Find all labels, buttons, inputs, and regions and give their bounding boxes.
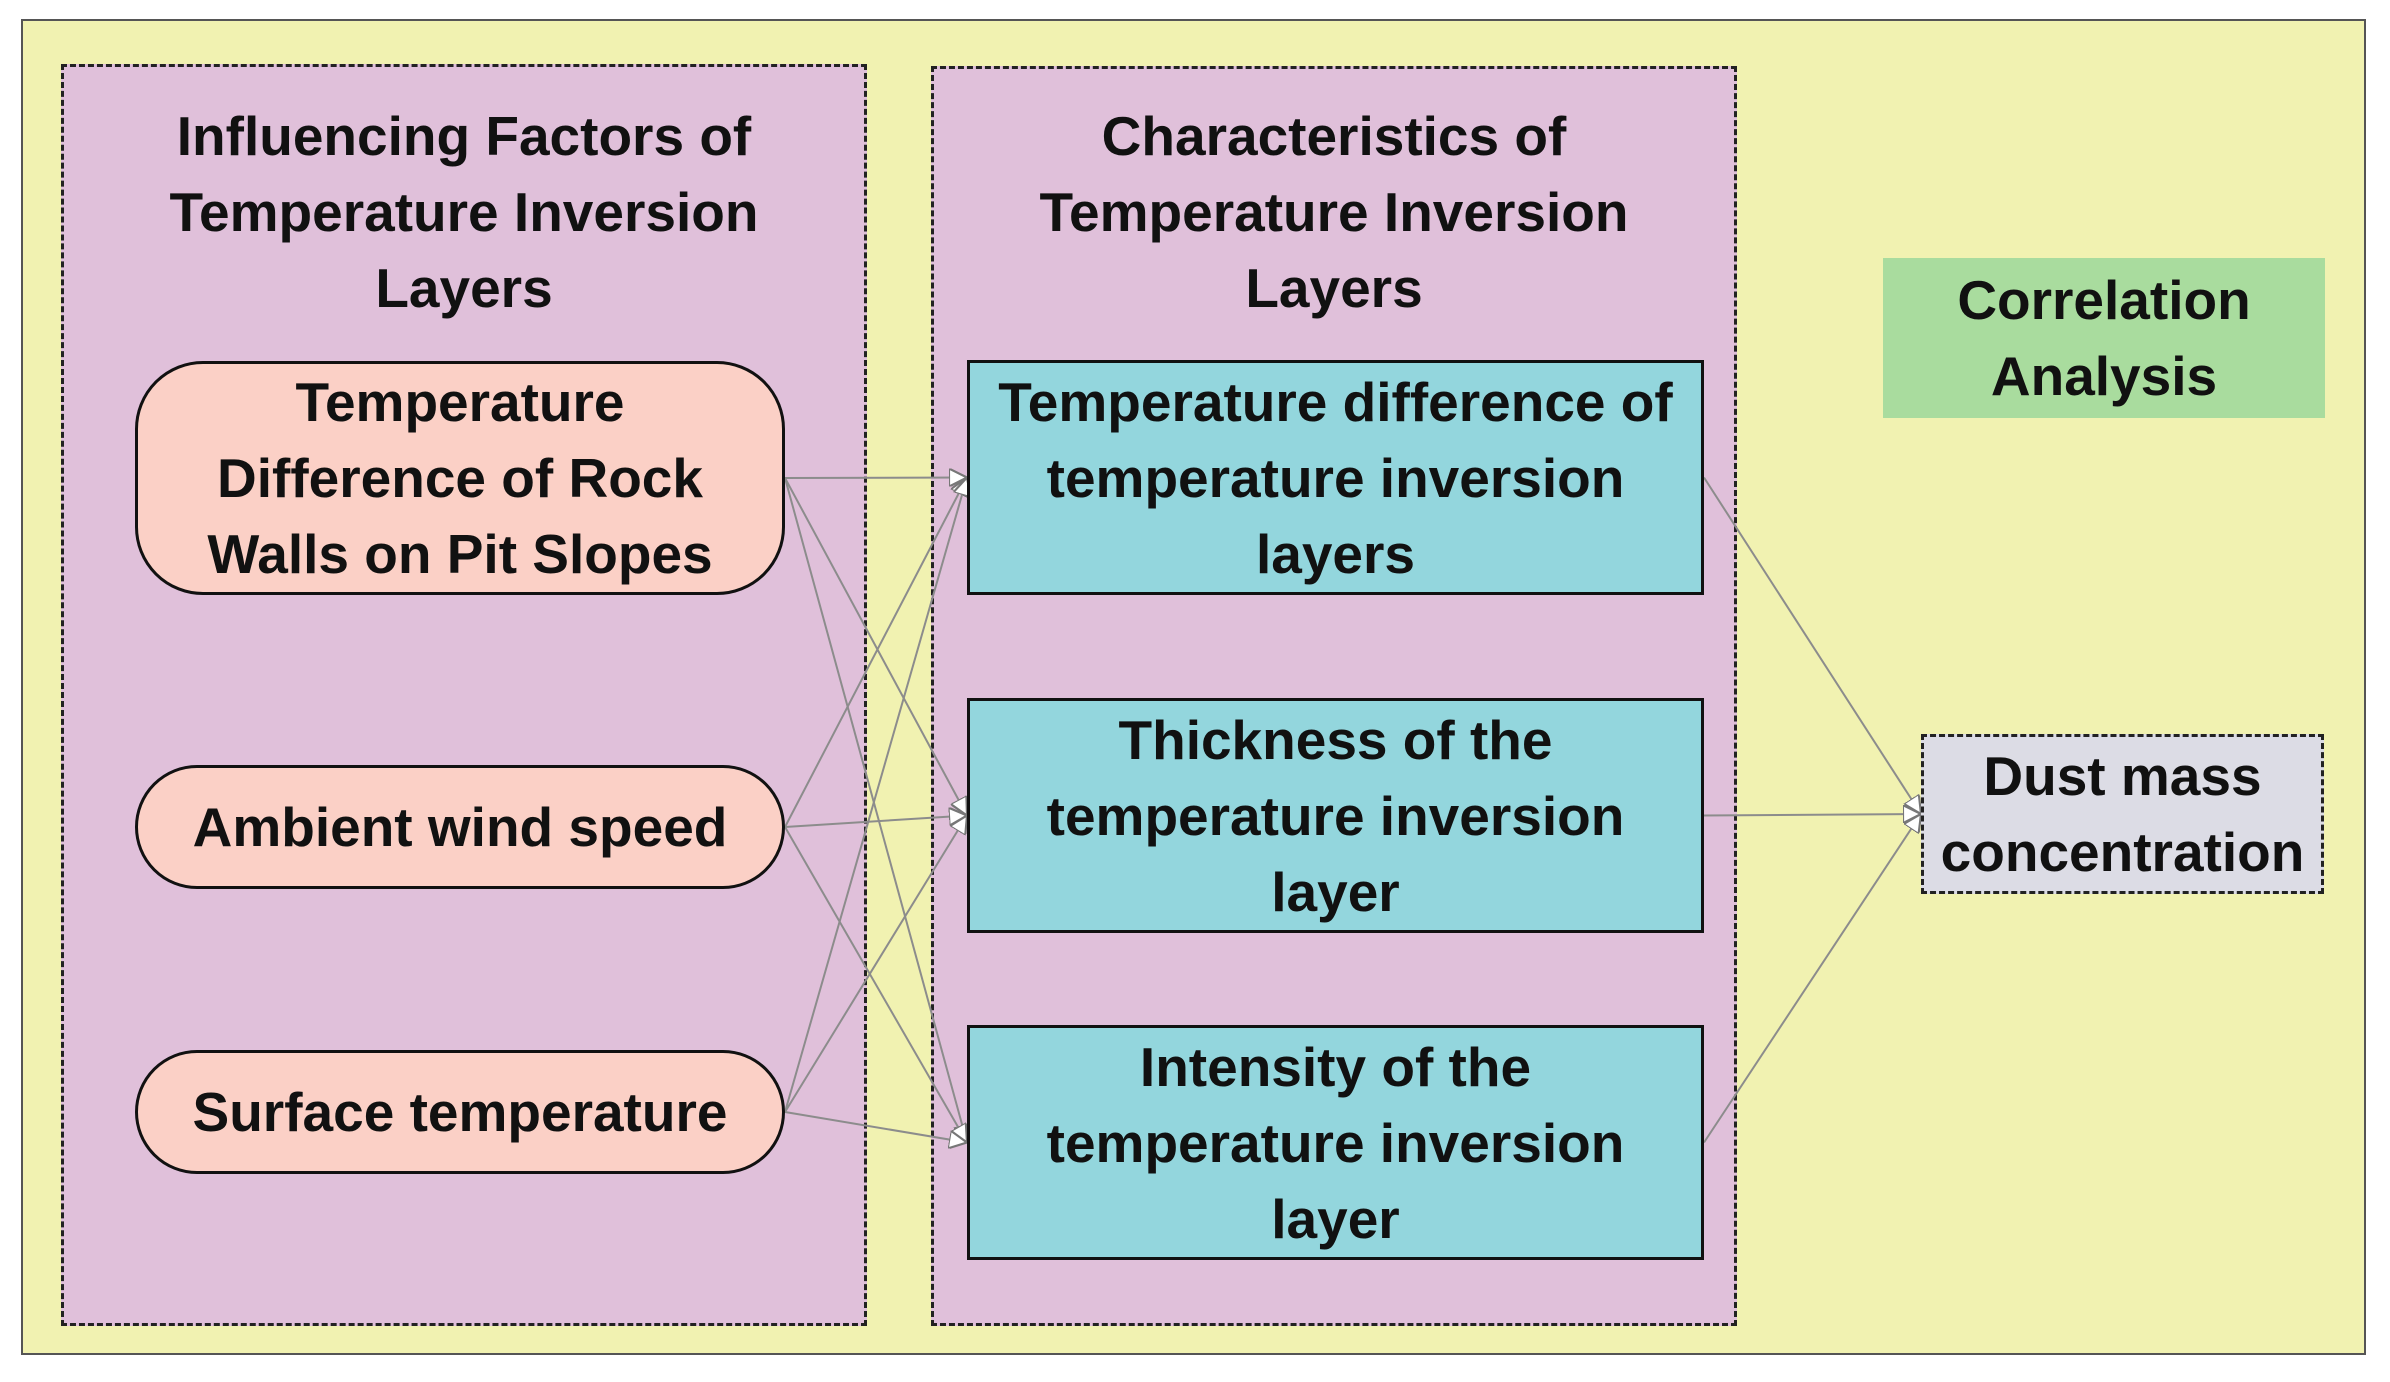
factor-1: Temperature Difference of Rock Walls on … [135, 361, 785, 595]
outcome: Dust mass concentration [1921, 734, 2324, 894]
factor-2: Ambient wind speed [135, 765, 785, 889]
factor-3: Surface temperature [135, 1050, 785, 1174]
characteristic-1: Temperature difference of temperature in… [967, 360, 1704, 595]
characteristic-3: Intensity of the temperature inversion l… [967, 1025, 1704, 1260]
characteristic-2: Thickness of the temperature inversion l… [967, 698, 1704, 933]
influencing-factors-title: Influencing Factors of Temperature Inver… [169, 105, 759, 319]
characteristics-title: Characteristics of Temperature Inversion… [1039, 105, 1629, 319]
correlation-analysis-label: Correlation Analysis [1883, 258, 2325, 418]
